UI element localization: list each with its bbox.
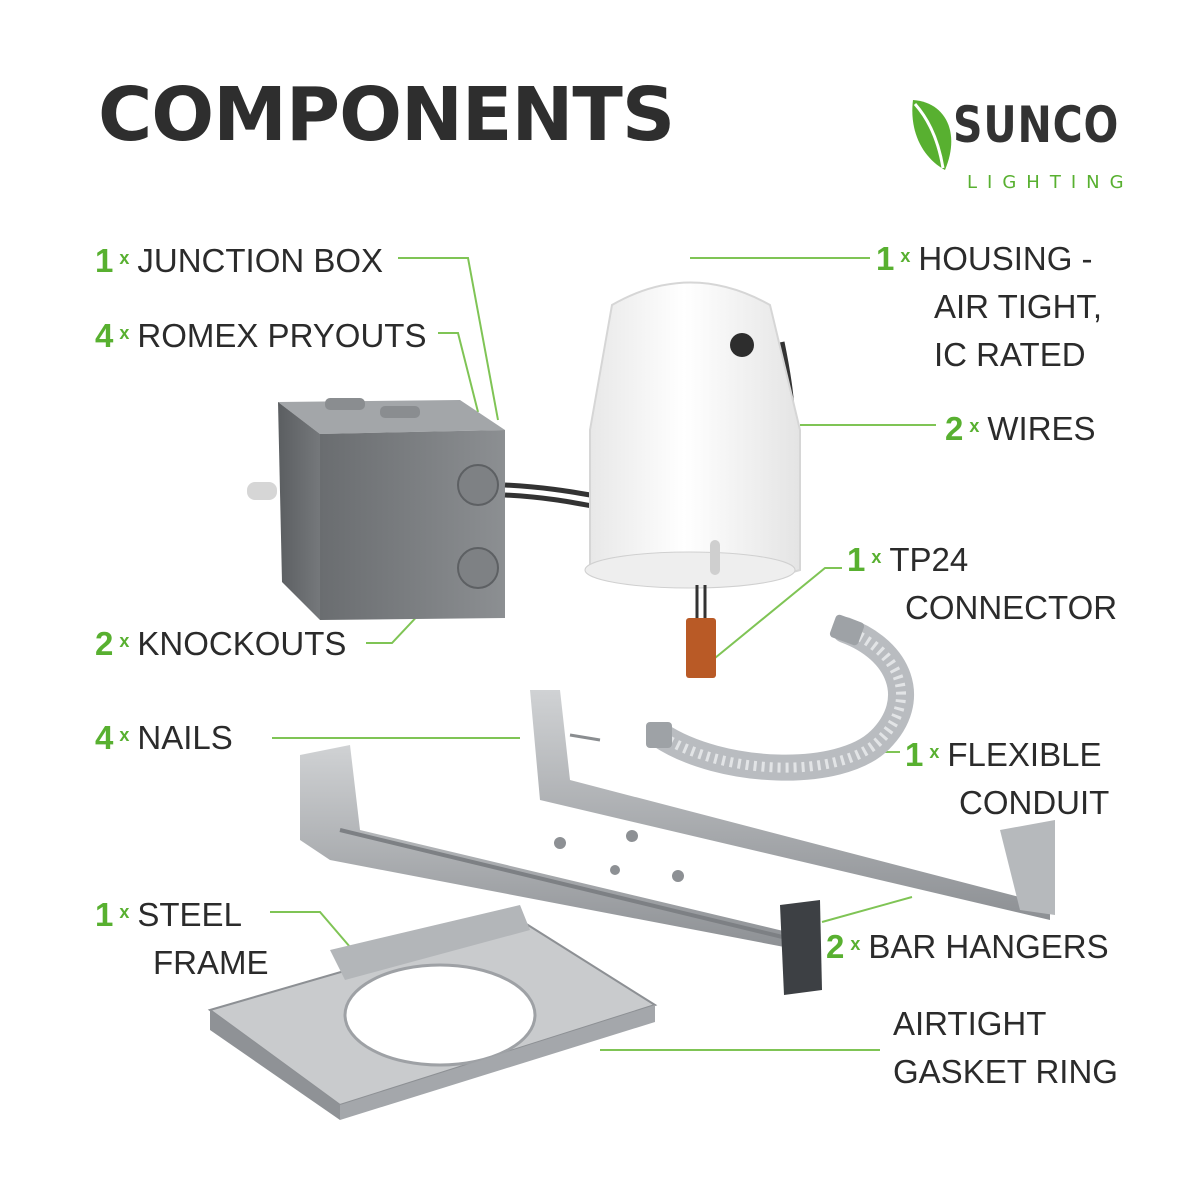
leader-tp24 [714,567,842,659]
housing-art [584,281,801,589]
sunco-logo: SUNCO LIGHTING [905,92,1124,204]
leader-bar-hangers [821,896,913,923]
conduit-art [646,614,914,781]
leader-romex [438,332,479,413]
tp24-art [686,585,716,678]
junction-box-art [247,398,505,620]
logo-wordmark: SUNCO [953,96,1120,154]
label-gasket-ring: AIRTIGHT GASKET RING [893,1005,1118,1090]
leaf-icon [912,100,952,170]
page-title: COMPONENTS [98,72,675,158]
logo-subtitle: LIGHTING [967,172,1134,193]
steel-frame-art [207,905,658,1120]
leader-steel-frame [270,911,357,955]
leader-junction-box [398,257,499,421]
bar-hangers-art [300,690,1055,995]
